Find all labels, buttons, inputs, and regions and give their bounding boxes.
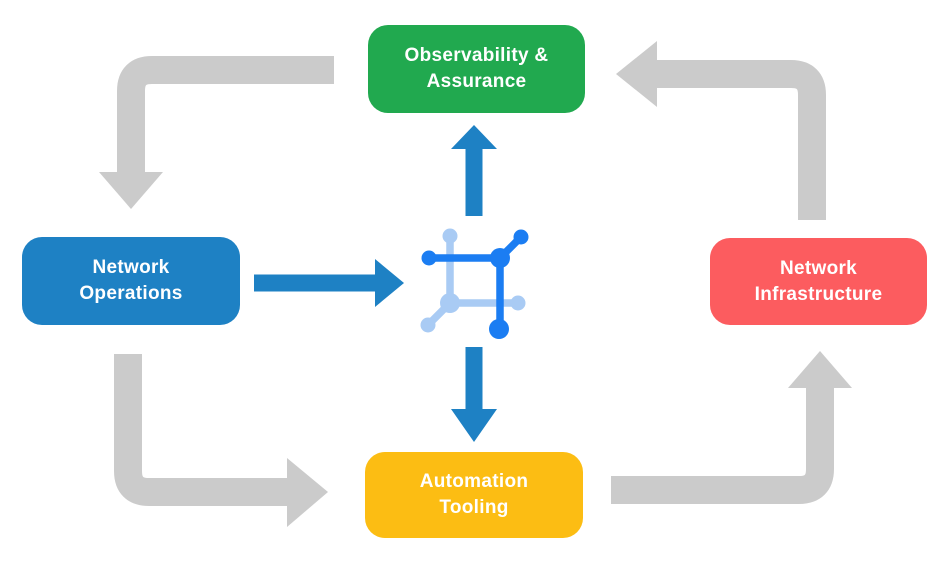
node-observability-assurance: Observability & Assurance — [368, 25, 585, 113]
blue-arrows — [254, 125, 497, 442]
node-infrastructure-label-line1: Network — [779, 257, 858, 279]
node-infrastructure-label-line2: Infrastructure — [754, 283, 883, 305]
node-observability-label-line2: Assurance — [426, 71, 527, 92]
node-operations-label-line1: Network — [92, 257, 170, 278]
node-automation-label-line2: Tooling — [439, 497, 509, 518]
node-observability-label-line1: Observability & — [404, 45, 549, 66]
arrow-operations-to-automation — [114, 354, 328, 527]
arrow-infrastructure-to-observability — [616, 41, 826, 220]
network-mesh-dark-strands — [421, 229, 529, 339]
arrow-automation-to-infrastructure — [611, 351, 852, 504]
node-automation-tooling: Automation Tooling — [365, 452, 583, 538]
network-mesh-icon — [420, 228, 529, 339]
gray-cycle-arrows — [99, 41, 852, 527]
network-mesh-light-strands — [420, 228, 526, 333]
node-operations-label-line2: Operations — [79, 283, 183, 304]
node-automation-label-line1: Automation — [419, 471, 529, 492]
arrow-center-to-observability — [451, 125, 497, 216]
node-network-operations: Network Operations — [22, 237, 240, 325]
node-network-infrastructure: Network Infrastructure — [710, 238, 927, 325]
arrow-observability-to-operations — [99, 56, 334, 209]
arrow-operations-to-center — [254, 259, 404, 307]
arrow-center-to-automation — [451, 347, 497, 442]
